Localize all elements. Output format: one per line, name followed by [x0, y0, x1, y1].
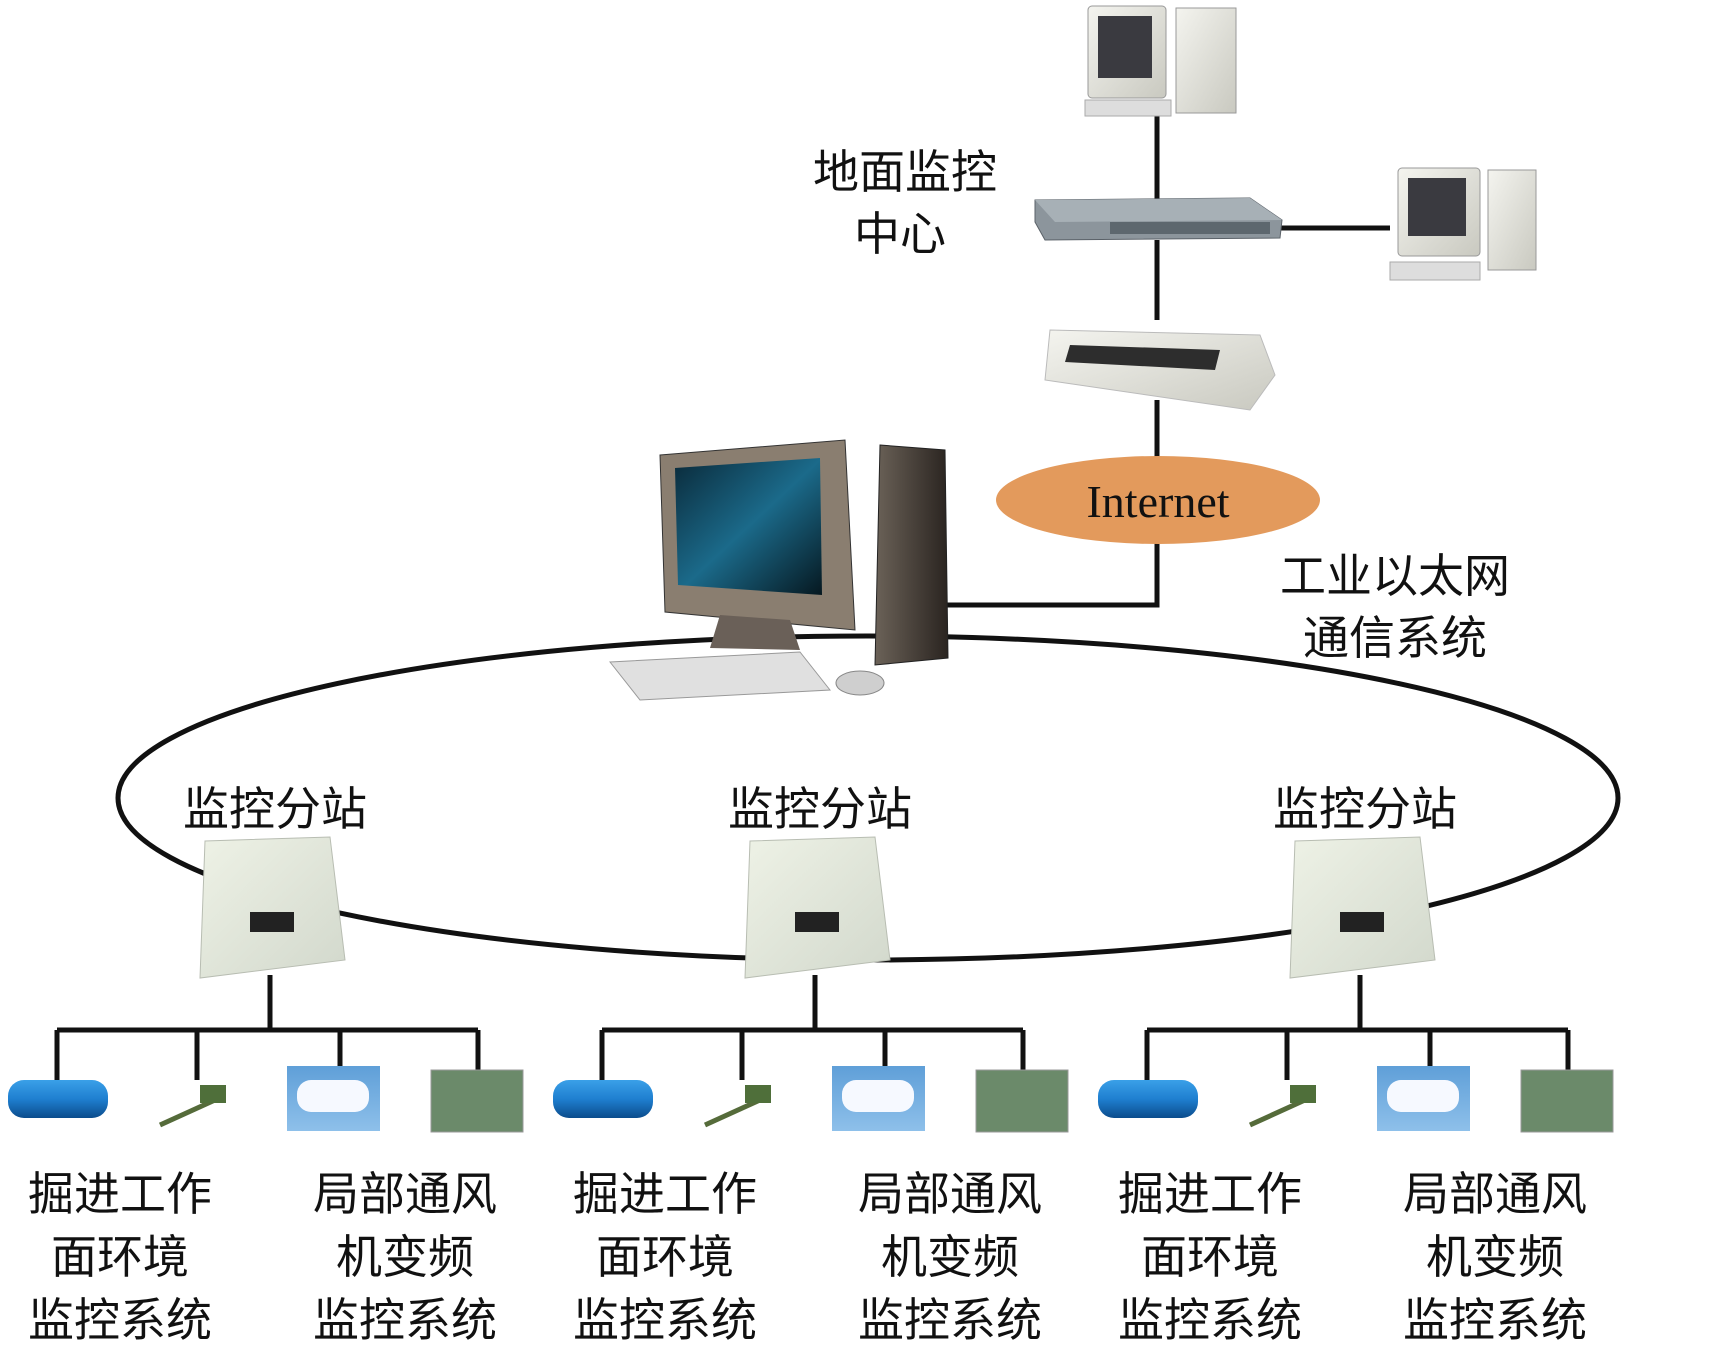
surface-center-label: 地面监控 中心 [780, 141, 1030, 265]
modem[interactable] [1044, 329, 1276, 411]
circuit-board-icon[interactable] [975, 1069, 1069, 1133]
system-label-line: 监控系统 [858, 1293, 1042, 1347]
sensor-cylinder-icon[interactable] [553, 1080, 653, 1118]
system-label-line: 面环境 [596, 1230, 734, 1284]
substations-layer [8, 836, 1614, 1133]
temperature-probe-head[interactable] [745, 1085, 771, 1103]
system-label-line: 局部通风 [1403, 1167, 1587, 1221]
internet-label: Internet [1086, 476, 1229, 527]
local-fan-vfd-system-label: 局部通风机变频监控系统 [285, 1163, 525, 1352]
main-computer[interactable] [609, 439, 949, 701]
pc-right[interactable] [1389, 167, 1537, 281]
station-box[interactable] [744, 836, 891, 979]
system-label-line: 面环境 [51, 1230, 189, 1284]
system-label-line: 监控系统 [1403, 1293, 1587, 1347]
station-box[interactable] [199, 836, 346, 979]
system-label-line: 掘进工作 [28, 1167, 212, 1221]
heading-face-environment-system-label: 掘进工作面环境监控系统 [545, 1163, 785, 1352]
system-label-line: 面环境 [1141, 1230, 1279, 1284]
substation-1[interactable] [8, 836, 524, 1133]
temperature-probe-head[interactable] [1290, 1085, 1316, 1103]
circuit-board-icon[interactable] [430, 1069, 524, 1133]
substation-3[interactable] [1098, 836, 1614, 1133]
temperature-probe-head[interactable] [200, 1085, 226, 1103]
system-label-line: 局部通风 [858, 1167, 1042, 1221]
pc-top[interactable] [1084, 5, 1237, 117]
sensor-cylinder-icon[interactable] [1098, 1080, 1198, 1118]
substation-label: 监控分站 [183, 782, 367, 836]
local-fan-vfd-system-label: 局部通风机变频监控系统 [830, 1163, 1070, 1352]
station-nameplate[interactable] [1340, 912, 1384, 932]
system-label-line: 监控系统 [28, 1293, 212, 1347]
station-nameplate[interactable] [795, 912, 839, 932]
surface-center-label-line1: 地面监控 [813, 145, 997, 199]
station-nameplate[interactable] [250, 912, 294, 932]
system-label-line: 机变频 [1426, 1230, 1564, 1284]
system-label-line: 掘进工作 [1118, 1167, 1302, 1221]
station-box[interactable] [1289, 836, 1436, 979]
temperature-probe-icon[interactable] [158, 1097, 217, 1128]
heading-face-environment-system-label: 掘进工作面环境监控系统 [0, 1163, 240, 1352]
temperature-probe-icon[interactable] [703, 1097, 762, 1128]
heading-face-environment-system-label: 掘进工作面环境监控系统 [1090, 1163, 1330, 1352]
system-label-line: 机变频 [881, 1230, 1019, 1284]
substation-label: 监控分站 [1273, 782, 1457, 836]
system-label-line: 监控系统 [573, 1293, 757, 1347]
local-fan-vfd-system-label: 局部通风机变频监控系统 [1375, 1163, 1615, 1352]
system-label-line: 监控系统 [313, 1293, 497, 1347]
ethernet-label-line1: 工业以太网 [1280, 549, 1510, 603]
ethernet-label-line2: 通信系统 [1303, 611, 1487, 665]
circuit-board-icon[interactable] [1520, 1069, 1614, 1133]
surface-center-label-line2: 中心 [854, 207, 946, 261]
sensor-cylinder-icon[interactable] [8, 1080, 108, 1118]
network-switch[interactable] [1034, 197, 1283, 241]
system-label-line: 掘进工作 [573, 1167, 757, 1221]
ethernet-label: 工业以太网 通信系统 [1245, 545, 1545, 669]
lamp-fixture-glass[interactable] [842, 1080, 914, 1112]
lamp-fixture-glass[interactable] [1387, 1080, 1459, 1112]
lamp-fixture-glass[interactable] [297, 1080, 369, 1112]
system-label-line: 机变频 [336, 1230, 474, 1284]
internet-node[interactable]: Internet [996, 456, 1320, 544]
substation-label: 监控分站 [728, 782, 912, 836]
substation-2[interactable] [553, 836, 1069, 1133]
system-label-line: 监控系统 [1118, 1293, 1302, 1347]
line-internet-to-main-pc [945, 540, 1160, 608]
temperature-probe-icon[interactable] [1248, 1097, 1307, 1128]
system-label-line: 局部通风 [313, 1167, 497, 1221]
